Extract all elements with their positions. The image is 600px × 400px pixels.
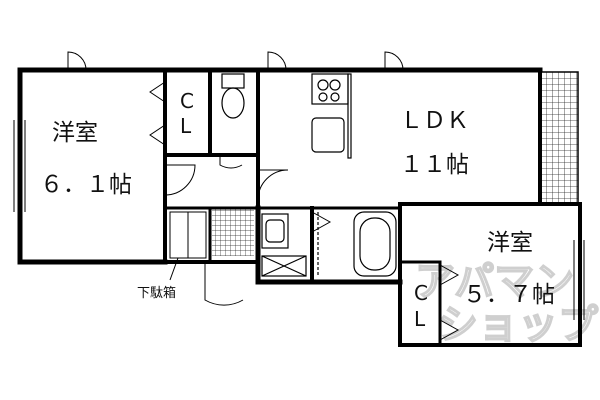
closet-right-l: L xyxy=(414,307,426,331)
closet-right-c: C xyxy=(414,281,428,305)
balcony xyxy=(539,71,579,205)
closet-left-c: C xyxy=(180,89,194,113)
ldk-size: １１帖 xyxy=(400,152,469,178)
ldk-name: ＬＤＫ xyxy=(400,108,469,134)
walls xyxy=(17,67,582,347)
kitchen xyxy=(311,73,352,159)
western-room-right-size: ５．７帖 xyxy=(463,282,555,308)
entrance-floor xyxy=(212,208,254,256)
shoe-box-cabinet xyxy=(169,211,207,281)
shoe-box-label: 下駄箱 xyxy=(137,285,176,301)
toilet-fixture xyxy=(221,73,245,119)
doors xyxy=(67,51,460,341)
western-room-left-size: ６．１帖 xyxy=(40,172,132,198)
western-room-left-name: 洋室 xyxy=(52,120,98,146)
watermark-line-2: ショップ xyxy=(438,302,598,348)
windows xyxy=(13,120,585,320)
bathroom-fixtures xyxy=(261,211,397,277)
western-room-right-name: 洋室 xyxy=(487,230,533,256)
closet-left-l: L xyxy=(180,114,192,138)
